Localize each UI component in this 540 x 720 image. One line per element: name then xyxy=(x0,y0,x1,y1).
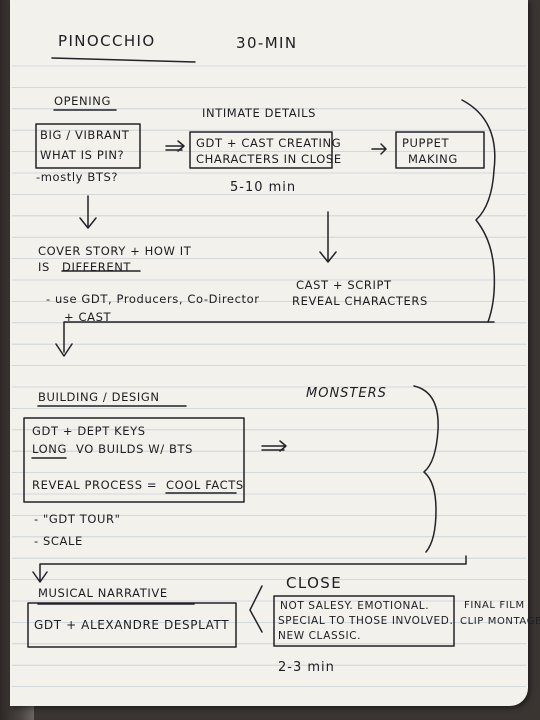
intimate-box-line2: CHARACTERS IN CLOSE xyxy=(196,152,342,166)
opening-box xyxy=(35,123,141,169)
cover-line2-word: DIFFERENT xyxy=(62,260,132,274)
page-title: PINOCCHIO xyxy=(58,32,156,50)
title-underline xyxy=(51,57,196,63)
puppet-line2: MAKING xyxy=(408,152,458,166)
close-bracket xyxy=(249,585,263,633)
scale-note: - SCALE xyxy=(34,534,83,548)
intimate-bracket xyxy=(461,99,496,323)
arrow-opening-to-intimate xyxy=(165,140,185,152)
intimate-time: 5-10 min xyxy=(230,180,297,195)
flow-connector-1 xyxy=(55,321,495,357)
intimate-heading: INTIMATE DETAILS xyxy=(202,106,317,120)
building-box-line3-word: COOL FACTS xyxy=(166,478,244,492)
close-line2: SPECIAL TO THOSE INVOLVED. xyxy=(278,615,454,627)
arrow-down-opening xyxy=(79,195,97,229)
close-line1: NOT SALESY. EMOTIONAL. xyxy=(280,600,430,612)
arrow-building-to-monsters xyxy=(261,440,287,452)
use-line2: + CAST xyxy=(64,310,112,324)
monsters-bracket xyxy=(413,385,439,553)
building-box-line2-word: LONG xyxy=(32,442,67,456)
duration-label: 30-MIN xyxy=(236,34,298,52)
close-box xyxy=(273,595,455,647)
close-heading: CLOSE xyxy=(286,574,343,592)
arrow-intimate-to-puppet xyxy=(371,143,387,155)
arrow-down-intimate xyxy=(319,211,337,263)
final-line2: CLIP MONTAGE xyxy=(460,616,540,627)
musical-heading: MUSICAL NARRATIVE xyxy=(38,586,168,600)
intimate-box xyxy=(189,131,333,169)
building-box-line3-prefix: REVEAL PROCESS = xyxy=(32,478,158,492)
cover-line1: COVER STORY + HOW IT xyxy=(38,244,192,258)
building-box-line1: GDT + DEPT KEYS xyxy=(32,424,146,438)
building-heading: BUILDING / DESIGN xyxy=(38,390,160,404)
tour-note: - "GDT TOUR" xyxy=(34,512,121,526)
use-line1: - use GDT, Producers, Co-Director xyxy=(46,292,260,306)
close-line3: NEW CLASSIC. xyxy=(278,630,362,642)
close-time: 2-3 min xyxy=(278,660,335,675)
intimate-box-line1: GDT + CAST CREATING xyxy=(196,136,342,150)
final-line1: FINAL FILM xyxy=(464,600,525,611)
musical-box xyxy=(27,602,237,648)
monsters-label: MONSTERS xyxy=(306,386,387,401)
opening-note: -mostly BTS? xyxy=(36,170,119,184)
opening-box-line1: BIG / VIBRANT xyxy=(40,128,130,142)
puppet-line1: PUPPET xyxy=(402,136,450,150)
reveal-line2: REVEAL CHARACTERS xyxy=(292,294,428,308)
flow-connector-2 xyxy=(32,555,467,583)
cover-line2-prefix: IS xyxy=(38,260,50,274)
puppet-box xyxy=(395,131,485,169)
notebook-page xyxy=(10,0,528,706)
building-box xyxy=(23,417,245,503)
musical-box-text: GDT + ALEXANDRE DESPLATT xyxy=(34,618,230,632)
opening-heading: OPENING xyxy=(54,94,111,108)
building-box-line2-rest: VO BUILDS w/ BTS xyxy=(76,442,194,456)
opening-box-line2: WHAT IS PIN? xyxy=(40,148,125,162)
reveal-line1: CAST + SCRIPT xyxy=(296,278,392,292)
